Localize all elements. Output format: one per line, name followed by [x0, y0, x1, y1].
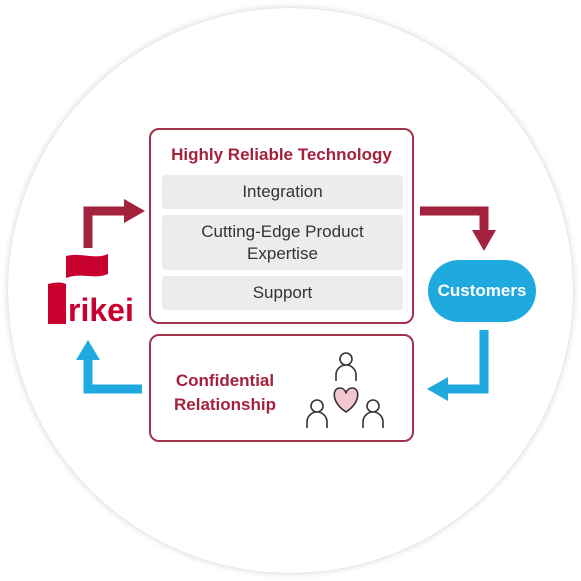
technology-item-integration: Integration — [162, 175, 403, 209]
arrow-customers-to-relationship — [427, 330, 489, 401]
technology-item-support: Support — [162, 276, 403, 310]
technology-box: Highly Reliable Technology Integration C… — [149, 128, 414, 324]
relationship-label-line2: Relationship — [173, 395, 276, 414]
logo-text: rikei — [68, 292, 134, 324]
relationship-label: Confidential Relationship — [165, 369, 285, 417]
item-label: Support — [252, 283, 313, 302]
technology-item-expertise: Cutting-Edge Product Expertise — [162, 215, 403, 270]
people-heart-icon — [306, 352, 384, 428]
relationship-box: Confidential Relationship — [149, 334, 414, 442]
item-label: Integration — [242, 182, 323, 201]
item-label-line2: Expertise — [247, 243, 318, 263]
arrow-technology-to-customers — [420, 206, 496, 251]
arrow-logo-to-technology — [83, 199, 145, 248]
rikei-logo: rikei — [48, 254, 134, 324]
item-label-line1: Cutting-Edge Product — [201, 221, 364, 241]
arrow-relationship-to-logo — [76, 340, 142, 394]
technology-title: Highly Reliable Technology — [171, 145, 392, 164]
customers-label: Customers — [437, 281, 527, 300]
customers-pill: Customers — [428, 260, 536, 322]
relationship-label-line1: Confidential — [175, 371, 275, 390]
